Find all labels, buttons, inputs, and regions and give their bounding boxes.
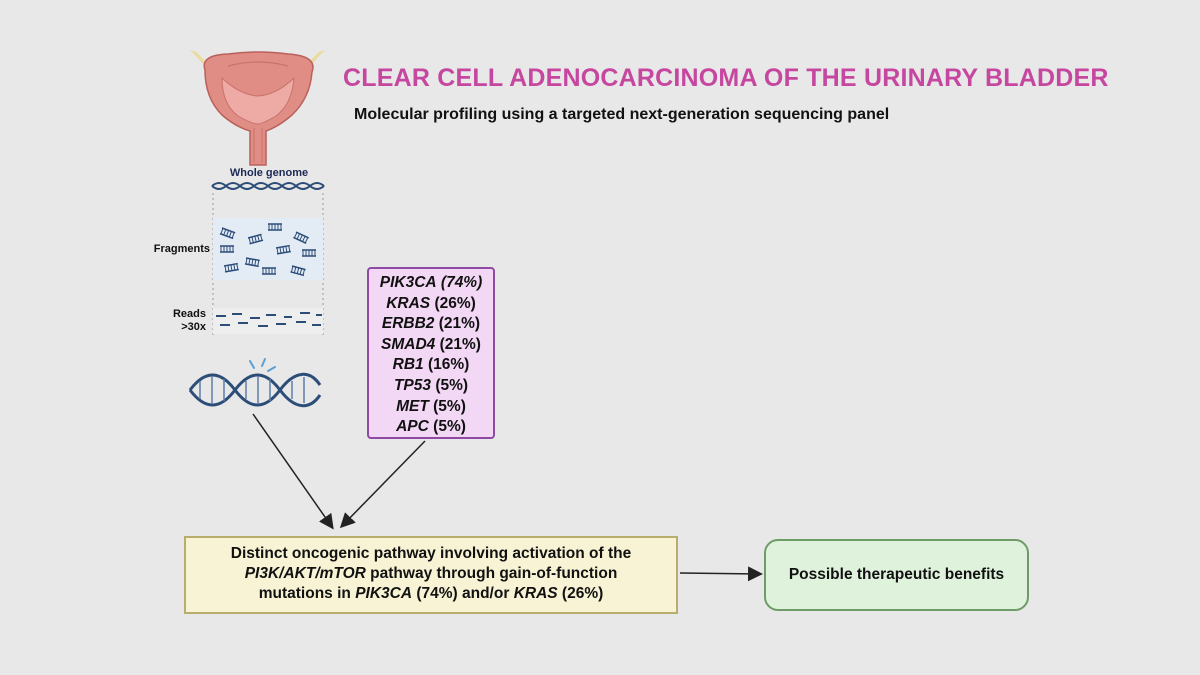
fragment-glyph: [223, 262, 239, 273]
pathway-line-2-text: pathway through gain-of-function: [365, 565, 618, 582]
fragments-label: Fragments: [153, 243, 210, 255]
read-marks: [216, 312, 322, 327]
arrow-pathway-to-benefit: [679, 566, 763, 582]
gene-row: PIK3CA (74%): [369, 273, 493, 294]
gene-percent: (21%): [438, 315, 481, 333]
pathway-line-2: PI3K/AKT/mTOR pathway through gain-of-fu…: [186, 564, 676, 584]
fragment-glyphs: [219, 223, 316, 277]
gene-percent: (5%): [435, 376, 469, 394]
therapeutic-benefit-label: Possible therapeutic benefits: [788, 566, 1005, 583]
page-subtitle: Molecular profiling using a targeted nex…: [354, 106, 890, 123]
gene-row: ERBB2 (21%): [369, 314, 493, 335]
gene-row: TP53 (5%): [369, 376, 493, 397]
pathway-line-3-text-b: (74%) and/or: [412, 585, 514, 602]
gene-row: APC (5%): [369, 417, 493, 438]
fragment-glyph: [290, 265, 306, 277]
fragment-glyph: [268, 223, 282, 231]
fragment-glyph: [302, 249, 316, 257]
gene-name: RB1: [392, 356, 424, 374]
dna-helix-icon: [188, 358, 322, 408]
pathway-line-1: Distinct oncogenic pathway involving act…: [230, 545, 632, 562]
gene-name: PIK3CA: [379, 274, 437, 291]
fragment-glyph: [244, 257, 260, 268]
gene-percent: (5%): [433, 418, 466, 436]
bladder-icon: [190, 50, 325, 166]
gene-name: MET: [396, 397, 429, 415]
fragment-glyph: [275, 244, 291, 255]
pathway-box: Distinct oncogenic pathway involving act…: [184, 536, 678, 614]
arrow-dna-to-pathway: [252, 413, 334, 530]
gene-row: SMAD4 (21%): [369, 335, 493, 356]
pathway-gene-2: KRAS: [513, 585, 558, 602]
gene-row: MET (5%): [369, 397, 493, 418]
reads-panel: [213, 308, 323, 334]
page-title: CLEAR CELL ADENOCARCINOMA OF THE URINARY…: [343, 64, 1109, 92]
fragment-glyph: [247, 233, 264, 245]
fragment-glyph: [220, 245, 234, 253]
gene-name: SMAD4: [381, 335, 436, 353]
gene-percent: (5%): [433, 397, 466, 415]
pathway-name: PI3K/AKT/mTOR: [244, 565, 366, 582]
fragment-glyph: [219, 227, 236, 240]
gene-name: KRAS: [386, 294, 431, 312]
pathway-line-3-text-a: mutations in: [258, 585, 356, 602]
whole-genome-label: Whole genome: [229, 167, 309, 179]
gene-name: TP53: [393, 376, 431, 394]
gene-row: KRAS (26%): [369, 294, 493, 315]
therapeutic-benefit-box: Possible therapeutic benefits: [764, 539, 1029, 611]
gene-name: APC: [396, 418, 429, 436]
pathway-gene-1: PIK3CA: [355, 585, 413, 602]
gene-percent: (21%): [439, 335, 481, 353]
fragment-glyph: [293, 231, 310, 245]
pathway-line-3: mutations in PIK3CA (74%) and/or KRAS (2…: [186, 584, 676, 604]
arrow-genes-to-pathway: [339, 440, 426, 529]
gene-percent: (74%): [440, 274, 483, 291]
gene-name: ERBB2: [381, 315, 435, 333]
reads-label-line2: >30x: [181, 321, 206, 333]
reads-label-line1: Reads: [172, 308, 206, 320]
fragment-glyph: [262, 267, 276, 275]
gene-percent: (26%): [434, 294, 476, 312]
pathway-line-3-text-c: (26%): [557, 585, 604, 602]
gene-percent: (16%): [427, 356, 470, 374]
reads-label: Reads >30x: [150, 308, 206, 334]
gene-row: RB1 (16%): [369, 355, 493, 376]
gene-mutation-list: PIK3CA (74%) KRAS (26%) ERBB2 (21%) SMAD…: [367, 267, 495, 439]
dna-strand-icon: [211, 182, 325, 190]
